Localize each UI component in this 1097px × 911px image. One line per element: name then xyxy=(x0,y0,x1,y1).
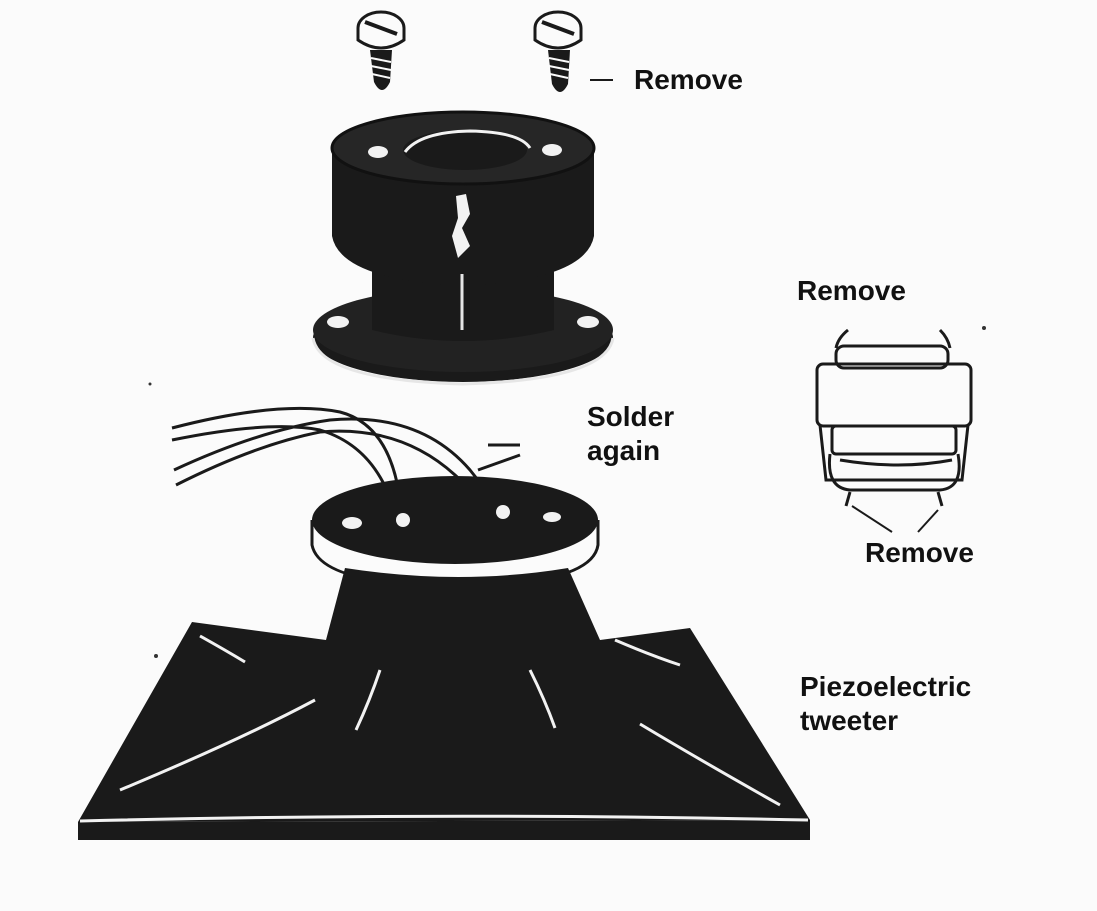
label-tweeter-line1: Piezoelectric xyxy=(800,671,972,702)
label-remove-leads: Remove xyxy=(865,537,974,568)
label-remove-screws: Remove xyxy=(634,64,743,95)
label-solder-line1: Solder xyxy=(587,401,675,432)
label-tweeter-line2: tweeter xyxy=(800,705,899,736)
specks xyxy=(148,326,986,658)
label-remove-component: Remove xyxy=(797,275,906,306)
horn xyxy=(78,568,810,840)
label-solder-again: Solder again xyxy=(587,400,674,468)
piezo-disc xyxy=(310,476,600,588)
screw-right xyxy=(533,10,583,92)
leader-lines-remove-bottom xyxy=(851,505,939,533)
label-solder-line2: again xyxy=(587,435,661,466)
screw-left xyxy=(356,10,406,90)
removed-component xyxy=(815,328,973,507)
cap-housing xyxy=(311,110,615,386)
label-piezoelectric-tweeter: Piezoelectric tweeter xyxy=(800,670,971,738)
